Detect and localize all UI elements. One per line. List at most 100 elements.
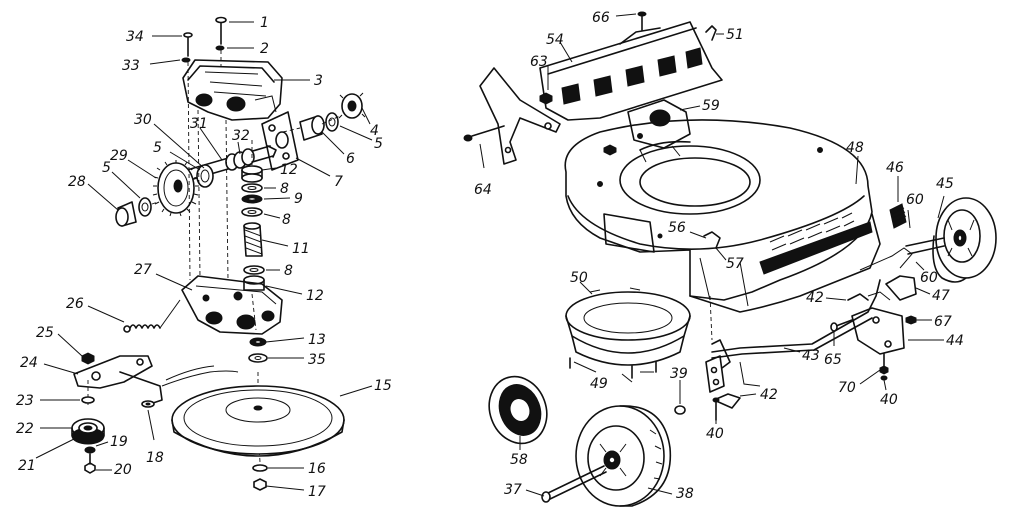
callout: 37 [504, 482, 545, 498]
callout: 35 [268, 352, 326, 368]
idler-bracket-part-24 [73, 355, 239, 405]
callout: 45 [936, 176, 954, 219]
svg-text:29: 29 [110, 148, 128, 164]
drive-pulley-part-15 [171, 385, 345, 457]
washer-part-2 [215, 45, 225, 51]
svg-text:40: 40 [706, 426, 724, 442]
callout: 9 [263, 191, 303, 207]
svg-text:5: 5 [102, 160, 111, 176]
svg-text:8: 8 [284, 263, 293, 279]
svg-text:9: 9 [294, 191, 303, 207]
callout: 33 [122, 58, 181, 74]
svg-text:39: 39 [670, 366, 688, 382]
callout: 42 [806, 290, 847, 306]
callout: 29 [110, 148, 157, 179]
svg-text:16: 16 [308, 461, 326, 477]
bushing-part-6 [299, 115, 325, 141]
svg-text:49: 49 [590, 376, 608, 392]
callout: 46 [886, 160, 904, 202]
washer-part-16 [252, 464, 268, 472]
svg-text:31: 31 [190, 116, 208, 132]
spacer-part-39 [674, 405, 686, 415]
callout: 47 [915, 287, 950, 304]
callout: 11 [261, 239, 310, 257]
svg-text:24: 24 [20, 355, 38, 371]
svg-text:4: 4 [370, 123, 379, 139]
svg-text:54: 54 [546, 32, 564, 48]
axle-bolt-part-60 [905, 237, 945, 255]
svg-text:22: 22 [16, 421, 34, 437]
callout: 1 [229, 15, 269, 31]
front-cover-part-54 [539, 21, 723, 121]
callout: 48 [846, 140, 864, 185]
clip-part-56-57 [703, 231, 721, 249]
screw-part-1 [215, 16, 227, 45]
bolt-part-70 [879, 353, 889, 375]
callout: 42 [739, 387, 778, 403]
callout: 57 [715, 247, 744, 272]
svg-text:65: 65 [824, 352, 842, 368]
callout: 16 [268, 461, 326, 477]
washer-part-8-c [243, 265, 265, 275]
callout: 66 [592, 10, 637, 26]
washer-part-8-a [241, 183, 263, 193]
washer-part-5-left [138, 197, 152, 217]
washer-part-8-b [241, 207, 263, 217]
svg-text:42: 42 [760, 387, 778, 403]
washer-part-33 [181, 57, 191, 63]
callout: 39 [670, 366, 688, 404]
callout: 22 [16, 421, 72, 437]
callout: 31 [190, 116, 223, 161]
callout: 49 [590, 376, 608, 392]
svg-text:20: 20 [114, 462, 132, 478]
callout: 8 [263, 212, 291, 228]
callout: 2 [227, 41, 269, 57]
callout: 30 [134, 112, 205, 169]
svg-text:67: 67 [934, 314, 952, 330]
bolt-part-65 [830, 319, 853, 332]
svg-text:46: 46 [886, 160, 904, 176]
adjuster-knob-part-46 [889, 203, 907, 229]
svg-text:59: 59 [702, 98, 720, 114]
callout: 8 [266, 263, 293, 279]
callout: 51 [716, 27, 744, 43]
pinion-gear-part-11 [243, 222, 263, 257]
svg-text:60: 60 [920, 270, 938, 286]
callout: 67 [916, 314, 952, 330]
screw-part-20 [84, 453, 96, 474]
bolt-part-66 [637, 11, 647, 31]
callout: 32 [232, 128, 250, 155]
svg-text:8: 8 [282, 212, 291, 228]
svg-text:18: 18 [146, 450, 164, 466]
clip-part-42-lower [713, 393, 741, 409]
svg-text:30: 30 [134, 112, 152, 128]
svg-text:63: 63 [530, 54, 548, 70]
callout: 7 [295, 157, 343, 190]
screw-part-34 [183, 32, 193, 57]
axle-bolt-part-37 [541, 465, 607, 503]
callout: 43 [783, 347, 820, 364]
callout: 60 [906, 192, 924, 229]
spring-part-26 [123, 299, 181, 333]
callout: 21 [18, 437, 77, 474]
callout: 18 [146, 409, 164, 466]
washer-part-5-right [325, 112, 339, 132]
svg-text:66: 66 [592, 10, 610, 26]
svg-text:28: 28 [68, 174, 86, 190]
svg-text:6: 6 [346, 151, 355, 167]
callout: 20 [96, 462, 132, 478]
callout: 3 [274, 73, 323, 89]
callout: 65 [824, 331, 842, 368]
callout: 26 [66, 296, 125, 323]
handle-bracket-part-63 [479, 67, 561, 165]
svg-text:64: 64 [474, 182, 492, 198]
callout: 17 [265, 484, 326, 500]
plate-part-7 [261, 111, 299, 171]
fastener-part-40-right [880, 375, 888, 381]
callout: 12 [261, 162, 298, 178]
svg-text:32: 32 [232, 128, 250, 144]
svg-text:21: 21 [18, 458, 36, 474]
bearing-part-12-upper [241, 165, 263, 183]
